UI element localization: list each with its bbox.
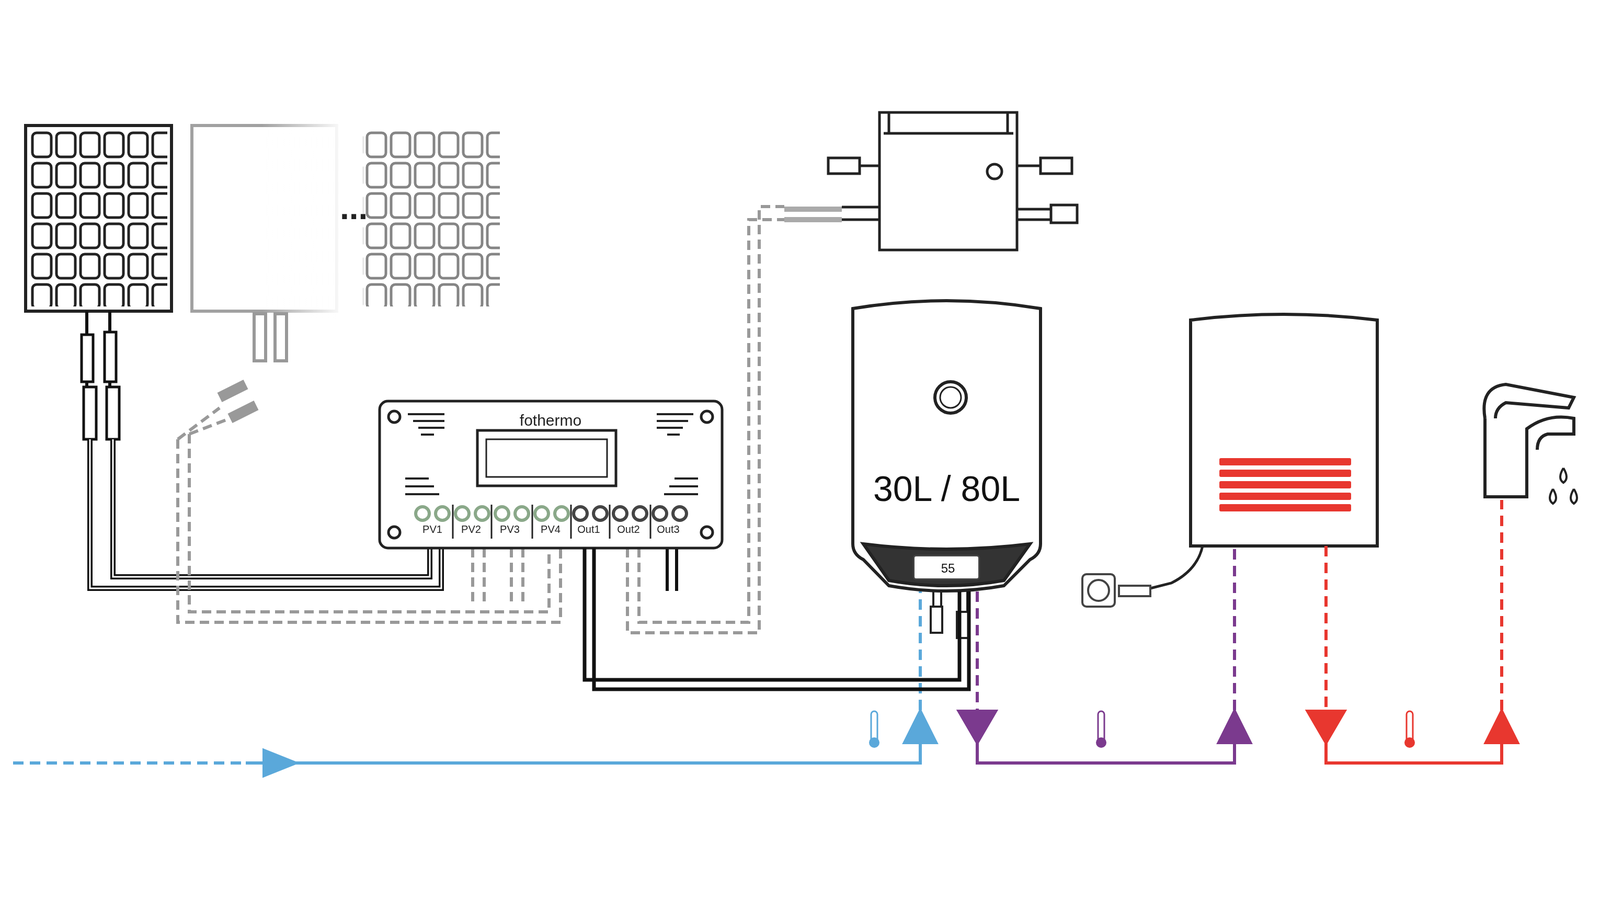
out3-leads <box>667 549 677 591</box>
node-text: 30L / 80L <box>873 467 1021 509</box>
port-label: PV1 <box>422 523 443 536</box>
port-label: Out2 <box>616 523 640 536</box>
continuation-dots: ... <box>339 188 368 227</box>
output-cable <box>584 547 969 690</box>
boiler-display: 55 <box>912 554 980 580</box>
micro-inverter <box>828 112 1078 250</box>
solar-panel-faded <box>191 125 500 312</box>
instant-heater <box>1082 314 1378 607</box>
brand-logo: fothermo <box>519 411 582 430</box>
warm-pipe <box>958 545 1251 763</box>
boiler-tank: 30L / 80L 55 <box>852 300 1041 592</box>
controller-housing <box>379 401 723 548</box>
water-tap <box>1483 384 1577 504</box>
port-label: Out1 <box>577 523 600 536</box>
solar-panel <box>25 125 172 312</box>
controller-box: fothermoPV1 PV2 PV3 PV4 Out1 Out2 Out3 <box>379 401 723 548</box>
thermometer-icons <box>869 711 1415 748</box>
port-label: PV2 <box>461 523 482 536</box>
port-label: Out3 <box>656 523 680 536</box>
port-label: PV4 <box>540 523 561 536</box>
port-label: PV3 <box>499 523 520 536</box>
water-boiler <box>852 300 1041 638</box>
node-text: 55 <box>941 561 956 576</box>
hot-pipe <box>1307 499 1518 763</box>
ports <box>415 504 687 539</box>
cold-pipe <box>13 591 936 776</box>
